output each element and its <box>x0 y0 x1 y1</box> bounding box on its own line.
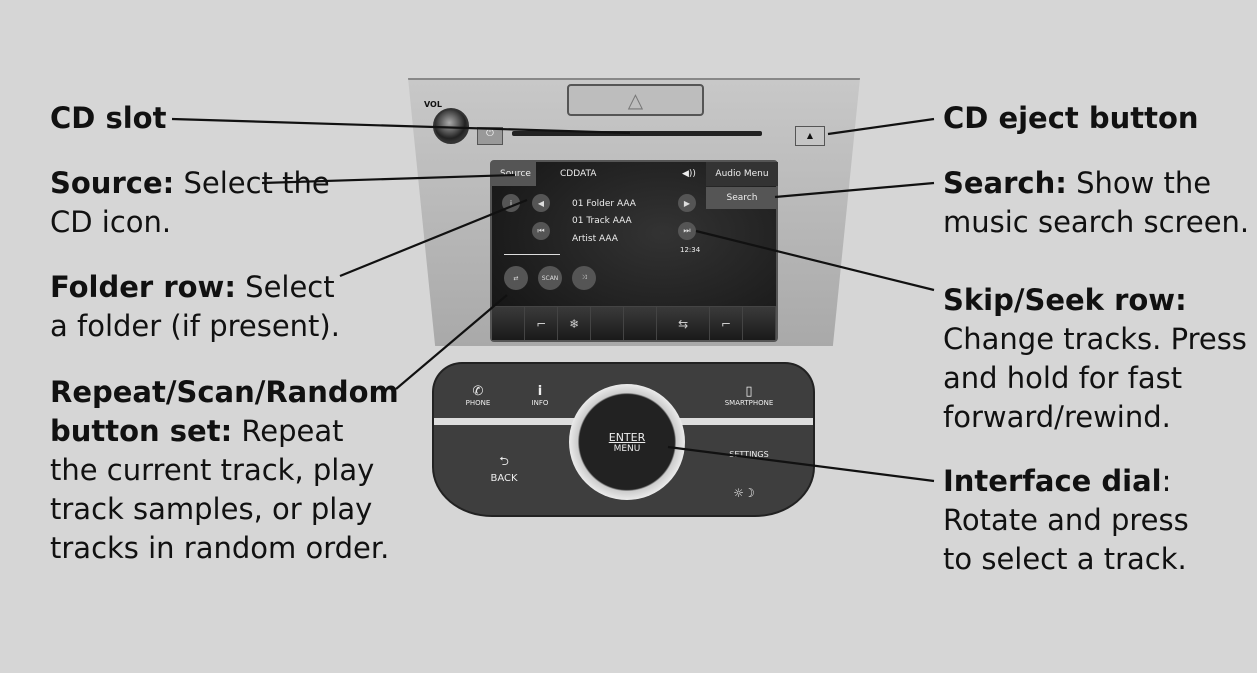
source-desc: Select the <box>183 166 330 200</box>
leader-repeat <box>395 294 508 390</box>
source-title: Source: <box>50 166 175 200</box>
repeat-callout: Repeat/Scan/Random button set: Repeat the … <box>50 373 399 568</box>
source-callout: Source: Select the CD icon. <box>50 164 330 242</box>
bar-slot[interactable] <box>742 307 776 340</box>
menu-label: MENU <box>613 443 641 454</box>
fan-icon[interactable]: ❄ <box>558 307 592 340</box>
artist-name: Artist AAA <box>572 234 618 244</box>
cd-slot-callout: CD slot <box>50 99 166 138</box>
vol-label: VOL <box>424 100 442 109</box>
dial-desc: Rotate and press <box>943 503 1189 537</box>
leader-eject <box>827 117 935 136</box>
divider <box>504 254 560 255</box>
track-name: 01 Track AAA <box>572 216 632 226</box>
leader-dial <box>667 445 935 483</box>
skip-callout: Skip/Seek row: Change tracks. Press and ho… <box>943 281 1247 437</box>
search-desc2: music search screen. <box>943 205 1250 239</box>
seat-heater-left-icon[interactable]: ⌐ <box>525 307 559 340</box>
cd-source-label: CDDATA <box>560 169 597 179</box>
dial-desc2: to select a track. <box>943 542 1187 576</box>
folder-name: 01 Folder AAA <box>572 199 636 209</box>
settings-button[interactable]: SETTINGS <box>714 450 784 459</box>
dial-colon: : <box>1161 464 1172 498</box>
leader-skip <box>695 229 935 292</box>
smartphone-icon: ▯ <box>745 384 753 399</box>
phone-label: PHONE <box>465 399 491 407</box>
cd-eject-button[interactable]: ▲ <box>795 126 825 146</box>
eject-callout: CD eject button <box>943 99 1199 138</box>
repeat-title: Repeat/Scan/Random <box>50 375 399 409</box>
skip-title: Skip/Seek row: <box>943 283 1187 317</box>
folder-next-button[interactable]: ▶ <box>678 194 696 212</box>
search-desc: Show the <box>1076 166 1212 200</box>
source-desc2: CD icon. <box>50 205 172 239</box>
back-button[interactable]: ⮌ BACK <box>484 452 524 484</box>
cd-slot-title: CD slot <box>50 101 167 135</box>
smartphone-label: SMARTPHONE <box>724 399 774 407</box>
repeat-title2: button set: <box>50 414 233 448</box>
enter-label: ENTER <box>608 430 646 444</box>
recirculation-icon[interactable]: ⇆ <box>657 307 710 340</box>
skip-desc3: forward/rewind. <box>943 400 1171 434</box>
settings-label: SETTINGS <box>729 450 769 459</box>
cd-slot[interactable] <box>512 131 762 136</box>
leader-search <box>774 181 935 199</box>
folder-row-desc: Select <box>245 270 335 304</box>
track-time: 12:34 <box>680 246 701 254</box>
leader-source <box>261 173 516 185</box>
volume-icon: ◀)) <box>682 169 696 179</box>
repeat-desc: Repeat <box>241 414 344 448</box>
eject-title: CD eject button <box>943 101 1199 135</box>
repeat-desc4: tracks in random order. <box>50 531 390 565</box>
repeat-desc3: track samples, or play <box>50 492 373 526</box>
audio-menu-button[interactable]: Audio Menu <box>706 162 778 186</box>
phone-button[interactable]: ✆PHONE <box>458 384 498 407</box>
repeat-desc2: the current track, play <box>50 453 375 487</box>
bar-slot[interactable] <box>624 307 658 340</box>
power-button[interactable]: ⏻ <box>477 127 503 145</box>
back-label: BACK <box>490 473 518 484</box>
leader-folder-row <box>339 198 528 278</box>
dial-callout: Interface dial: Rotate and press to select… <box>943 462 1189 579</box>
random-button[interactable]: ⤨ <box>572 266 596 290</box>
climate-bar: ⌐ ❄ ⇆ ⌐ <box>492 306 776 340</box>
repeat-button[interactable]: ⇄ <box>504 266 528 290</box>
bar-slot[interactable] <box>492 307 526 340</box>
smartphone-button[interactable]: ▯SMARTPHONE <box>714 384 784 407</box>
folder-row-desc2: a folder (if present). <box>50 309 340 343</box>
interface-dial[interactable]: ENTER MENU <box>569 384 685 500</box>
scan-button[interactable]: SCAN <box>538 266 562 290</box>
track-prev-button[interactable]: ⏮ <box>532 222 550 240</box>
hazard-button[interactable]: △ <box>567 84 704 116</box>
phone-icon: ✆ <box>472 384 484 399</box>
search-title: Search: <box>943 166 1067 200</box>
info-icon: i <box>537 384 543 399</box>
bar-slot[interactable] <box>591 307 625 340</box>
folder-prev-button[interactable]: ◀ <box>532 194 550 212</box>
track-next-button[interactable]: ⏭ <box>678 222 696 240</box>
search-callout: Search: Show the music search screen. <box>943 164 1249 242</box>
leader-cd-slot <box>171 117 631 135</box>
skip-desc2: and hold for fast <box>943 361 1183 395</box>
day-night-button[interactable]: ☼☽ <box>733 486 755 500</box>
info-label: INFO <box>531 399 549 407</box>
skip-desc: Change tracks. Press <box>943 322 1247 356</box>
dial-title: Interface dial <box>943 464 1162 498</box>
seat-heater-right-icon[interactable]: ⌐ <box>709 307 743 340</box>
folder-row-callout: Folder row: Select a folder (if present). <box>50 268 340 346</box>
folder-row-title: Folder row: <box>50 270 236 304</box>
back-icon: ⮌ <box>499 454 509 468</box>
search-button[interactable]: Search <box>706 187 778 209</box>
